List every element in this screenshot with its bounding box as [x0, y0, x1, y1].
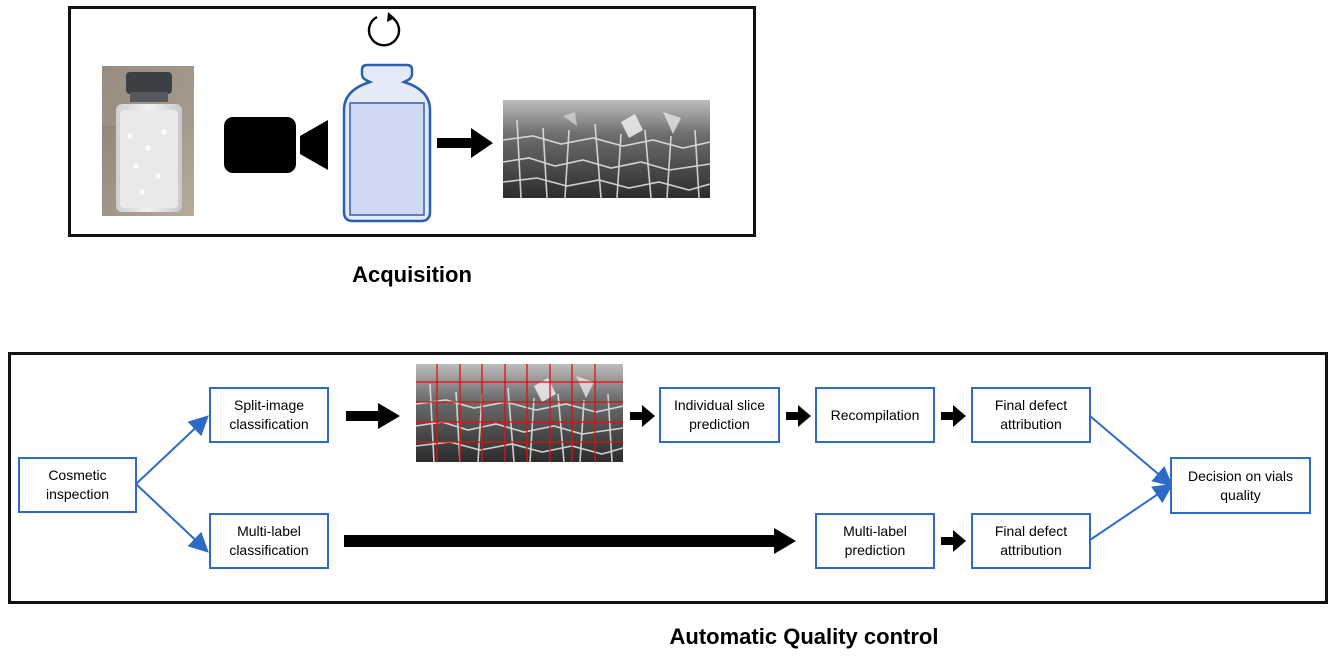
- bottle-icon: [342, 63, 432, 223]
- acquisition-arrow: [437, 128, 493, 158]
- camera-icon: [224, 117, 328, 173]
- arrow-split-to-grid: [346, 403, 400, 429]
- arrow-recompilation-to-final: [941, 405, 966, 427]
- connector-cosmetic-to-multilabel: [135, 483, 209, 553]
- arrow-multipred-to-final: [941, 530, 966, 552]
- cake-image: [503, 100, 710, 198]
- connector-final-top-to-decision: [1089, 415, 1174, 487]
- connector-cosmetic-to-split: [135, 415, 209, 485]
- acquisition-title: Acquisition: [352, 262, 472, 287]
- arrow-multilabel-long: [344, 528, 796, 554]
- rotation-icon: [367, 12, 401, 47]
- connector-final-bottom-to-decision: [1089, 483, 1174, 541]
- arrow-grid-to-slice: [630, 405, 655, 427]
- vial-photo: [102, 66, 194, 216]
- node-recompilation: Recompilation: [815, 387, 935, 443]
- arrow-slice-to-recompilation: [786, 405, 811, 427]
- split-grid-image: [416, 364, 623, 462]
- quality-control-title: Automatic Quality control: [669, 624, 939, 649]
